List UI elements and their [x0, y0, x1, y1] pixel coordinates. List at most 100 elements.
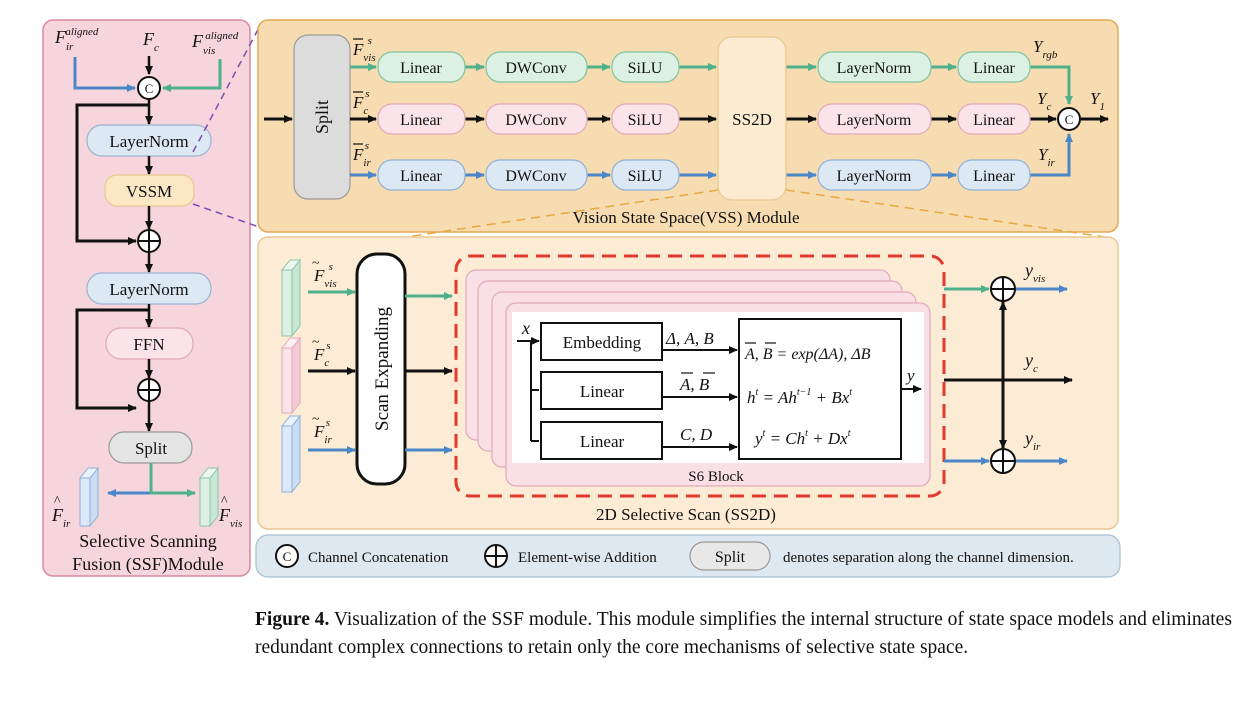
ssf-output-vis: Fvis — [218, 505, 242, 530]
vss-output-y1: Y1 — [1090, 89, 1105, 113]
ssf-arrow-ir — [73, 57, 136, 92]
ss2d-title: 2D Selective Scan (SS2D) — [596, 505, 776, 524]
vss-ir-linear-out-label: Linear — [973, 168, 1015, 185]
ssf-arrow-vis — [162, 59, 222, 92]
vss-ss2d-label: SS2D — [732, 110, 772, 129]
vss-c-linear-out — [957, 103, 1031, 135]
legend-split-label: Split — [715, 549, 746, 566]
ssf-input-ir: Firaligned — [54, 26, 99, 53]
vss-c-layernorm-label: LayerNorm — [837, 112, 912, 129]
ss2d-input-block-ir — [280, 414, 302, 494]
vss-title: Vision State Space(VSS) Module — [572, 208, 799, 227]
ss2d-input-block-vis — [280, 258, 302, 338]
legend-add-text: Element-wise Addition — [518, 550, 657, 566]
s6-eq3: yt = Cht + Dxt — [753, 428, 851, 448]
ssf-output-ir: Fir — [51, 505, 71, 530]
vss-ss2d — [717, 36, 787, 201]
vss-ir-linear-out — [957, 159, 1031, 191]
vss-output-ir: Yir — [1038, 145, 1056, 169]
vss-ir-layernorm — [817, 159, 932, 191]
vss-vis-silu-label: SiLU — [628, 60, 663, 77]
caption-label: Figure 4. — [255, 609, 330, 630]
vss-split — [293, 34, 351, 200]
ssf-layernorm-2-label: LayerNorm — [109, 280, 188, 299]
ssf-output-block-ir — [78, 466, 100, 528]
vss-c-silu-label: SiLU — [628, 112, 663, 129]
vss-module: Split Fviss Fcs Firs Lin — [257, 19, 1119, 233]
ss2d-input-block-c — [280, 336, 302, 415]
vss-c-linear-out-label: Linear — [973, 112, 1015, 129]
legend-concat-text: Channel Concatenation — [308, 550, 449, 566]
ss2d-scan-expanding-label: Scan Expanding — [372, 307, 393, 432]
vss-concat-symbol: C — [1065, 112, 1074, 127]
s6-y-label: y — [905, 366, 915, 385]
s6-eq2: ht = Aht−1 + Bxt — [747, 387, 852, 407]
zoom-line-bottom — [192, 203, 263, 229]
ssf-residual-1 — [75, 103, 149, 245]
ssf-ffn-label: FFN — [133, 335, 164, 354]
s6-params2: A, B — [679, 375, 710, 394]
vss-c-layernorm — [817, 103, 932, 135]
legend-panel — [255, 534, 1121, 578]
ss2d-input-ir-tilde: ~ — [312, 412, 320, 427]
ss2d-input-c: Fcs — [313, 340, 331, 369]
s6-embedding-label: Embedding — [563, 333, 642, 352]
ssf-vssm-label: VSSM — [126, 182, 172, 201]
vss-vis-dwconv-label: DWConv — [505, 60, 566, 77]
vss-vis-silu — [611, 51, 680, 83]
vss-c-linear — [377, 103, 466, 135]
ssf-residual-2 — [75, 308, 149, 412]
vss-concat-node — [1057, 107, 1081, 131]
vss-input-ir: Firs — [352, 140, 371, 169]
vss-ir-linear — [377, 159, 466, 191]
ss2d-input-c-tilde: ~ — [312, 335, 320, 350]
s6-linear-1-label: Linear — [580, 382, 625, 401]
vss-ir-silu-label: SiLU — [628, 168, 663, 185]
ssf-output-arrow-vis — [149, 463, 196, 497]
zoom-line-right — [785, 189, 1113, 239]
vss-vis-layernorm — [817, 51, 932, 83]
ss2d-output-vis: yvis — [1023, 260, 1045, 285]
ssf-layernorm-1-label: LayerNorm — [109, 132, 188, 151]
vss-input-c: Fcs — [352, 88, 370, 117]
legend: C Channel Concatenation Element-wise Add… — [255, 534, 1121, 578]
vss-ir-dwconv-label: DWConv — [505, 168, 566, 185]
vss-vis-dwconv — [485, 51, 588, 83]
ss2d-scan-expanding — [355, 252, 407, 486]
ss2d-input-vis: Fviss — [313, 261, 337, 290]
vss-c-silu — [611, 103, 680, 135]
vss-output-rgb: Yrgb — [1033, 37, 1058, 61]
ssf-output-ir-hat: ^ — [54, 494, 61, 509]
vss-c-dwconv-label: DWConv — [505, 112, 566, 129]
s6-block-label: S6 Block — [688, 469, 744, 485]
legend-split-text: denotes separation along the channel dim… — [783, 550, 1074, 566]
ss2d-module: Fviss ~ Fcs ~ Firs ~ Scan Expanding x — [257, 236, 1119, 530]
ssf-output-vis-hat: ^ — [221, 494, 228, 509]
vss-c-dwconv — [485, 103, 588, 135]
ssf-module: Firaligned Fc Fvisaligned C LayerNorm VS… — [42, 19, 251, 577]
caption-text: Visualization of the SSF module. This mo… — [255, 609, 1232, 658]
s6-embedding — [540, 322, 663, 361]
ss2d-output-ir: yir — [1023, 428, 1041, 453]
ssf-input-c: Fc — [142, 29, 159, 54]
ssf-title-line1: Selective Scanning — [79, 531, 216, 551]
legend-concat-icon — [275, 544, 299, 568]
vss-c-linear-label: Linear — [400, 112, 442, 129]
figure-caption: Figure 4. Visualization of the SSF modul… — [255, 606, 1240, 662]
vss-ir-layernorm-label: LayerNorm — [837, 168, 912, 185]
ss2d-scan-group — [454, 254, 946, 498]
vss-vis-linear-out — [957, 51, 1031, 83]
vss-input-vis: Fviss — [352, 35, 376, 64]
zoom-line-left — [399, 189, 719, 239]
s6-equations-box — [738, 318, 902, 460]
vss-vis-linear — [377, 51, 466, 83]
vss-ir-silu — [611, 159, 680, 191]
ssf-concat-symbol: C — [145, 81, 154, 96]
vss-vis-linear-label: Linear — [400, 60, 442, 77]
s6-params3: C, D — [680, 425, 713, 444]
vss-ir-arrow-out — [1030, 133, 1073, 177]
ss2d-output-c: yc — [1023, 350, 1038, 375]
legend-concat-symbol: C — [283, 549, 292, 564]
ss2d-input-vis-tilde: ~ — [312, 256, 320, 271]
